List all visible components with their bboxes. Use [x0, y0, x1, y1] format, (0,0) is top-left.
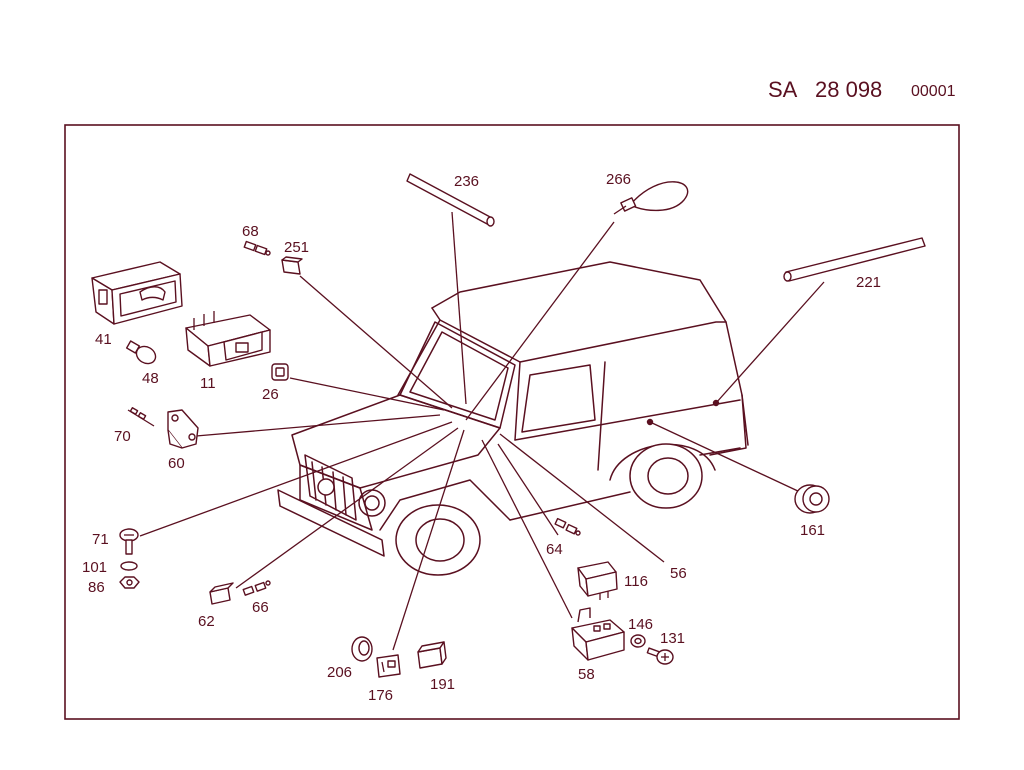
- relay-116: [577, 561, 618, 600]
- callout-66: 66: [252, 599, 269, 616]
- callout-191: 191: [430, 676, 455, 693]
- callout-86: 86: [88, 579, 105, 596]
- connection-point: [646, 418, 654, 426]
- screw-71: [119, 528, 139, 555]
- switch-housing-41: [91, 261, 183, 325]
- connector-64: [554, 517, 581, 536]
- relay-socket-58: [571, 607, 625, 661]
- callout-68: 68: [242, 223, 259, 240]
- callout-11: 11: [200, 375, 216, 392]
- callout-58: 58: [578, 666, 595, 683]
- nut-86: [119, 576, 140, 589]
- leader-lines: [139, 211, 825, 651]
- tube-221: [783, 237, 926, 282]
- callout-206: 206: [327, 664, 352, 681]
- vehicle-drawing: [277, 261, 749, 576]
- callout-48: 48: [142, 370, 159, 387]
- connector-62: [209, 582, 234, 605]
- cable-tie-266: [613, 181, 689, 215]
- callout-101: 101: [82, 559, 107, 576]
- diagram-frame: [64, 124, 960, 720]
- relay-191: [417, 641, 447, 669]
- callout-70: 70: [114, 428, 131, 445]
- header-sheet: 00001: [911, 83, 956, 100]
- bracket-60: [167, 409, 199, 449]
- callout-64: 64: [546, 541, 563, 558]
- callout-221: 221: [856, 274, 881, 291]
- grommet-161: [794, 484, 830, 514]
- pin-70: [127, 407, 155, 427]
- callout-labels: 236 266 221 68 251 41 48 11 26 70 60 71 …: [82, 171, 881, 704]
- callout-56: 56: [670, 565, 687, 582]
- callout-41: 41: [95, 331, 112, 348]
- callout-266: 266: [606, 171, 631, 188]
- bulb-48: [125, 340, 157, 365]
- callout-251: 251: [284, 239, 309, 256]
- plug-251: [281, 256, 303, 275]
- callout-60: 60: [168, 455, 185, 472]
- callout-62: 62: [198, 613, 215, 630]
- callout-176: 176: [368, 687, 393, 704]
- connection-point: [712, 399, 720, 407]
- screw-131: [646, 647, 674, 665]
- callout-71: 71: [92, 531, 109, 548]
- callout-146: 146: [628, 616, 653, 633]
- callout-116: 116: [624, 573, 648, 590]
- callout-131: 131: [660, 630, 685, 647]
- header-prefix: SA: [768, 77, 798, 102]
- callout-161: 161: [800, 522, 825, 539]
- washer-101: [120, 561, 138, 571]
- tube-236: [406, 173, 495, 227]
- grommet-206: [351, 636, 373, 662]
- connector-68: [243, 240, 271, 256]
- holder-176: [376, 654, 401, 678]
- connector-66: [242, 580, 271, 596]
- washer-146: [630, 634, 646, 648]
- rocker-switch-11: [185, 311, 271, 367]
- cover-26: [271, 363, 289, 381]
- callout-236: 236: [454, 173, 479, 190]
- header-number: 28 098: [815, 77, 882, 102]
- callout-26: 26: [262, 386, 279, 403]
